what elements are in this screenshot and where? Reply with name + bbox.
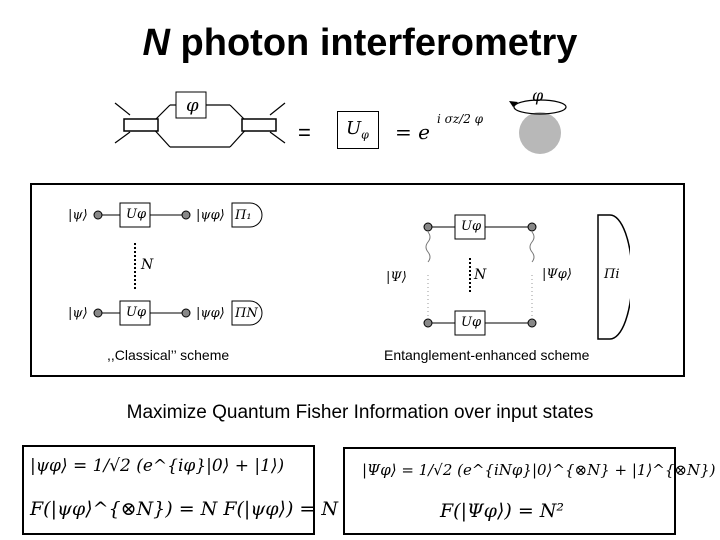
bloch-sphere-diagram — [509, 99, 567, 154]
entanglement-line — [529, 231, 535, 263]
rotation-arrow — [513, 99, 567, 115]
interferometer-diagram — [114, 91, 286, 148]
path-line — [269, 131, 286, 144]
operator-symbol: Uφ — [346, 118, 369, 142]
entangled-unitary-bottom: Uφ — [461, 315, 482, 330]
path-line — [114, 102, 131, 116]
schemes-frame — [30, 183, 685, 377]
classical-input-ket-top: |ψ⟩ — [68, 208, 88, 223]
sphere — [519, 112, 561, 154]
detector-shape — [231, 202, 263, 228]
classical-output-ket-top: |ψφ⟩ — [196, 208, 225, 223]
operator-box — [337, 111, 379, 149]
operator-u: U — [346, 118, 362, 139]
qubit-dot — [181, 210, 191, 220]
classical-formula-box — [22, 445, 315, 535]
subtitle: Maximize Quantum Fisher Information over… — [126, 402, 594, 423]
qubit-dot — [423, 222, 433, 232]
arrow-head-icon — [509, 101, 518, 107]
unitary-box — [119, 300, 151, 326]
detector-shape — [597, 214, 630, 340]
title-rest: photon interferometry — [169, 22, 578, 64]
entanglement-line — [425, 231, 431, 263]
classical-unitary-bottom: Uφ — [126, 305, 147, 320]
classical-repeat-label: N — [141, 257, 154, 273]
classical-caption: ,,Classical’’ scheme — [107, 347, 230, 363]
classical-unitary-top: Uφ — [126, 207, 147, 222]
classical-input-ket-bottom: |ψ⟩ — [68, 306, 88, 321]
classical-measure-top: Π₁ — [235, 208, 252, 223]
qubit-dot — [93, 308, 103, 318]
classical-measure-bottom: ΠN — [235, 306, 258, 321]
operator-sub: φ — [361, 128, 369, 142]
entangled-measure: Πi — [604, 267, 620, 282]
unitary-box — [454, 310, 486, 336]
qubit-dot — [423, 318, 433, 328]
detector-shape — [231, 300, 263, 326]
entangled-input-ket: |Ψ⟩ — [386, 270, 407, 285]
phase-box — [175, 91, 207, 119]
entangled-caption: Entanglement-enhanced scheme — [384, 347, 590, 363]
path-line — [114, 131, 131, 144]
operator-eq: = e — [395, 120, 430, 144]
beam-splitter-right — [241, 118, 277, 132]
qubit-dot — [527, 318, 537, 328]
entangled-output-ket: |Ψφ⟩ — [542, 267, 572, 282]
rotation-symbol: φ — [532, 86, 544, 105]
phase-symbol: φ — [186, 95, 199, 116]
classical-state-formula: |ψφ⟩ = 1/√2 (e^{iφ}|0⟩ + |1⟩) — [30, 456, 285, 476]
entangled-state-formula: |Ψφ⟩ = 1/√2 (e^{iNφ}|0⟩^{⊗N} + |1⟩^{⊗N}) — [362, 461, 716, 479]
qubit-dot — [181, 308, 191, 318]
page-title: N photon interferometry — [0, 22, 720, 65]
title-italic-n: N — [142, 22, 170, 64]
classical-output-ket-bottom: |ψφ⟩ — [196, 306, 225, 321]
classical-fisher-formula: F(|ψφ⟩^{⊗N}) = N F(|ψφ⟩) = N — [30, 498, 338, 520]
entangled-unitary-top: Uφ — [461, 219, 482, 234]
entangled-formula-box — [343, 447, 676, 535]
equals-sign: = — [298, 120, 311, 145]
qubit-dot — [527, 222, 537, 232]
unitary-box — [454, 214, 486, 240]
qubit-dot — [93, 210, 103, 220]
entangled-repeat-label: N — [474, 267, 487, 283]
beam-splitter-left — [123, 118, 159, 132]
operator-exponent: i σz/2 φ — [437, 112, 484, 126]
entangled-scheme-diagram — [423, 214, 630, 340]
unitary-box — [119, 202, 151, 228]
classical-scheme-diagram — [93, 202, 263, 326]
entangled-fisher-formula: F(|Ψφ⟩) = N² — [440, 500, 565, 522]
path-line — [269, 102, 286, 116]
